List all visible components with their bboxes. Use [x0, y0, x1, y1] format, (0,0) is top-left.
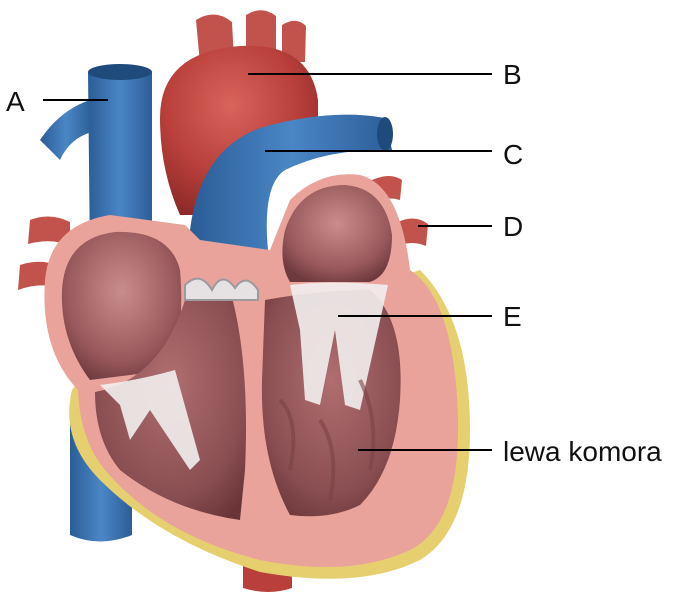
label-e: E: [503, 303, 522, 331]
label-left-ventricle: lewa komora: [503, 438, 662, 466]
label-c: C: [503, 141, 523, 169]
superior-vena-cava-opening: [88, 64, 152, 80]
brachiocephalic-vein: [40, 100, 92, 160]
label-b: B: [503, 61, 522, 89]
label-d: D: [503, 213, 523, 241]
label-a: A: [6, 88, 25, 116]
pulmonary-artery-opening: [377, 117, 393, 151]
pulmonary-valve: [185, 279, 258, 300]
